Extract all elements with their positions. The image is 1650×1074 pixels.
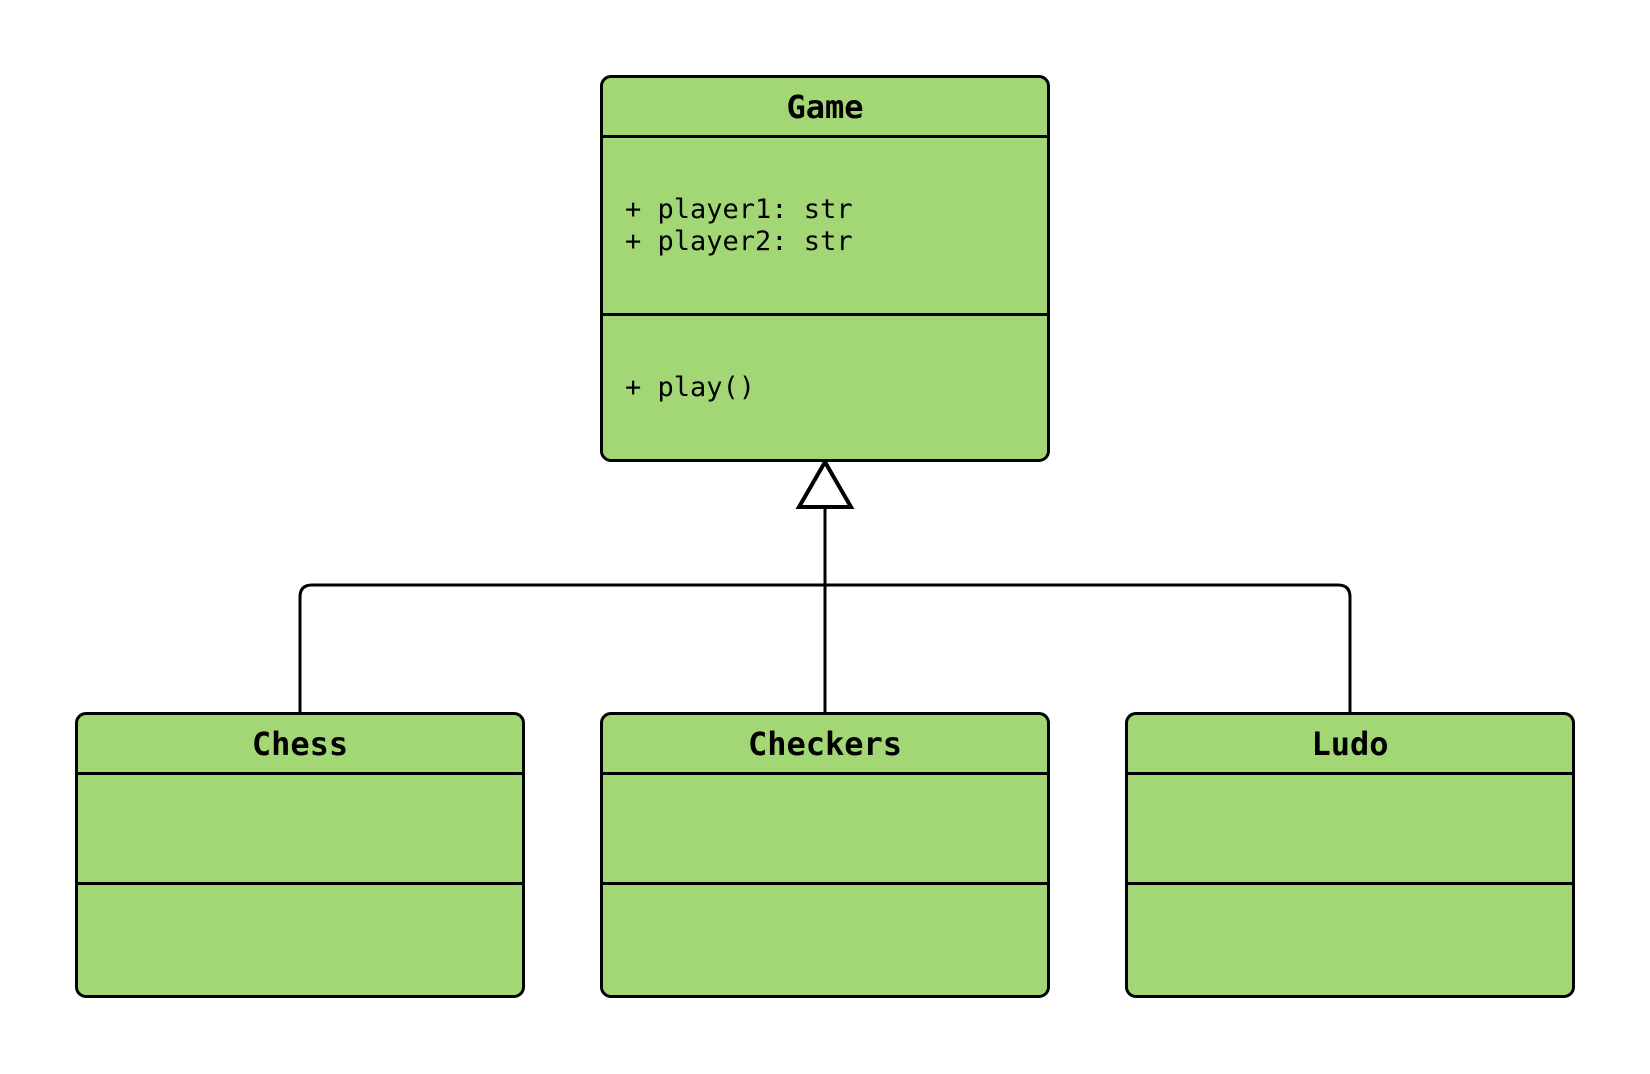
inheritance-arrowhead-icon: [795, 458, 855, 509]
method-play: + play(): [625, 371, 756, 403]
class-checkers-attributes: [603, 775, 1047, 885]
class-chess-methods: [78, 885, 522, 995]
class-ludo: Ludo: [1125, 712, 1575, 998]
class-game-methods: + play(): [603, 316, 1047, 459]
class-checkers-title: Checkers: [603, 715, 1047, 775]
class-checkers-methods: [603, 885, 1047, 995]
class-checkers: Checkers: [600, 712, 1050, 998]
class-ludo-methods: [1128, 885, 1572, 995]
attribute-player2: + player2: str: [625, 225, 853, 257]
class-chess: Chess: [75, 712, 525, 998]
class-ludo-attributes: [1128, 775, 1572, 885]
class-game-title: Game: [603, 78, 1047, 138]
class-game: Game + player1: str + player2: str + pla…: [600, 75, 1050, 462]
class-game-attributes: + player1: str + player2: str: [603, 138, 1047, 316]
class-chess-title: Chess: [78, 715, 522, 775]
class-chess-attributes: [78, 775, 522, 885]
class-ludo-title: Ludo: [1128, 715, 1572, 775]
attribute-player1: + player1: str: [625, 193, 853, 225]
